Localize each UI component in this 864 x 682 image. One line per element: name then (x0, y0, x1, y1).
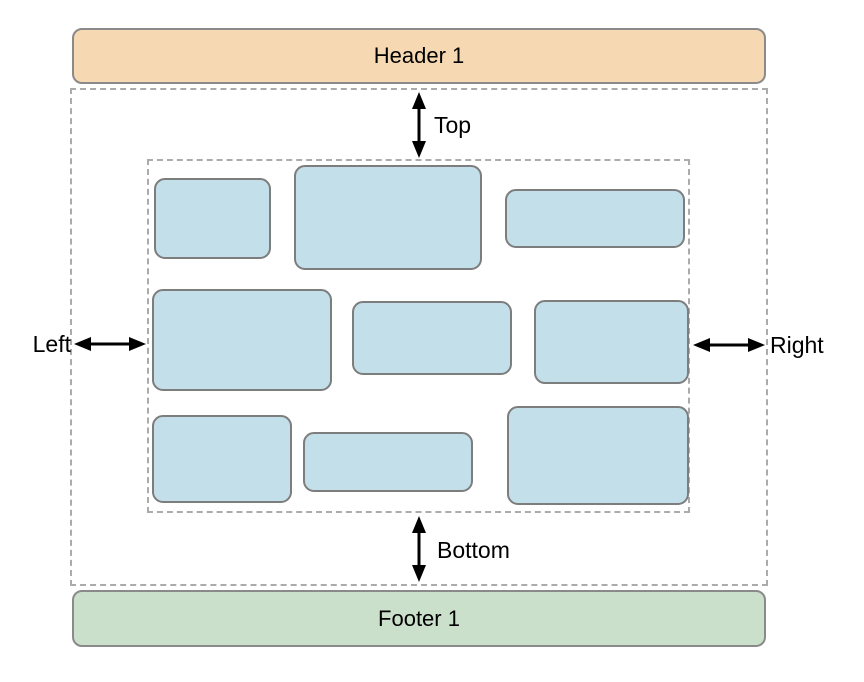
grid-cell (152, 415, 292, 503)
right-inset-arrow-icon (693, 333, 765, 357)
header-bar: Header 1 (72, 28, 766, 84)
grid-cell (294, 165, 482, 270)
header-label: Header 1 (373, 43, 465, 68)
top-inset-label: Top (434, 112, 472, 138)
left-inset-label: Left (32, 331, 71, 357)
grid-cell (303, 432, 473, 492)
grid-cell (507, 406, 689, 505)
content-inner-dashed-box (147, 159, 690, 513)
right-inset-label: Right (770, 332, 824, 358)
grid-cell (352, 301, 512, 375)
bottom-inset-label: Bottom (437, 537, 510, 563)
bottom-inset-arrow-icon (407, 516, 431, 582)
top-inset-arrow-icon (407, 92, 431, 158)
grid-cell (152, 289, 332, 391)
grid-cell (154, 178, 271, 259)
footer-label: Footer 1 (378, 605, 460, 631)
section-outer-dashed-box (70, 88, 768, 586)
grid-cell (534, 300, 689, 384)
grid-cell (505, 189, 685, 248)
footer-bar: Footer 1 (72, 590, 766, 647)
left-inset-arrow-icon (74, 332, 146, 356)
